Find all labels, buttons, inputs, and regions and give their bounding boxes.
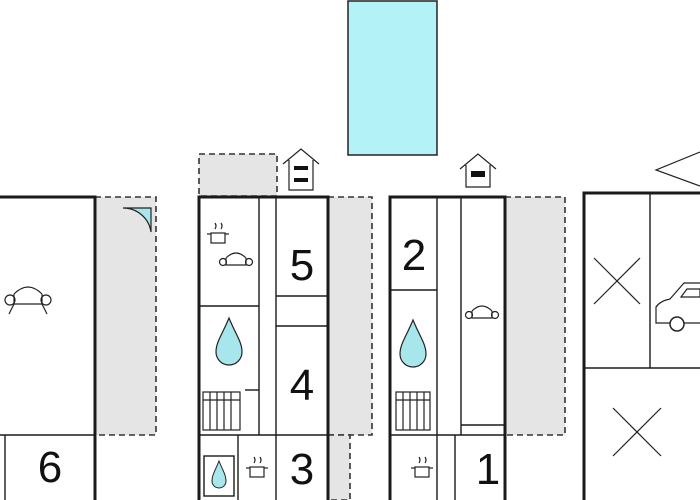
- room-1-label: 1: [476, 445, 500, 494]
- car-icon: [655, 282, 700, 332]
- pot-icon: [246, 456, 268, 478]
- sofa-icon: [464, 305, 500, 320]
- building-c: 2 1: [388, 195, 507, 500]
- terrace-top: [198, 153, 278, 197]
- door-icon: [122, 207, 152, 233]
- room-4-label: 4: [290, 361, 314, 410]
- building-b: 5 4 3: [197, 195, 330, 500]
- building-a: 6: [0, 195, 97, 500]
- terrace-bottom: [327, 434, 351, 500]
- pot-icon: [411, 456, 433, 478]
- sofa-icon: [4, 286, 52, 315]
- pot-icon: [207, 222, 229, 244]
- water-drop-icon: [211, 459, 227, 489]
- house-icon: [459, 153, 497, 188]
- cross-icon: [593, 257, 641, 305]
- water-drop-icon: [215, 316, 243, 366]
- cross-icon: [612, 407, 662, 457]
- room-3-label: 3: [290, 445, 314, 494]
- room-5-label: 5: [290, 241, 314, 290]
- sofa-icon: [218, 252, 254, 267]
- arrow-icon: [654, 151, 700, 187]
- room-6-label: 6: [38, 443, 62, 492]
- building-d: [582, 191, 700, 500]
- pool: [347, 0, 438, 156]
- room-2-label: 2: [402, 231, 426, 280]
- radiator-icon: [395, 391, 431, 431]
- terrace-left: [94, 196, 157, 436]
- radiator-icon: [202, 391, 241, 431]
- terrace-mid: [327, 196, 373, 436]
- water-drop-icon: [399, 318, 427, 368]
- house-icon: [282, 148, 320, 191]
- terrace-right: [504, 196, 566, 436]
